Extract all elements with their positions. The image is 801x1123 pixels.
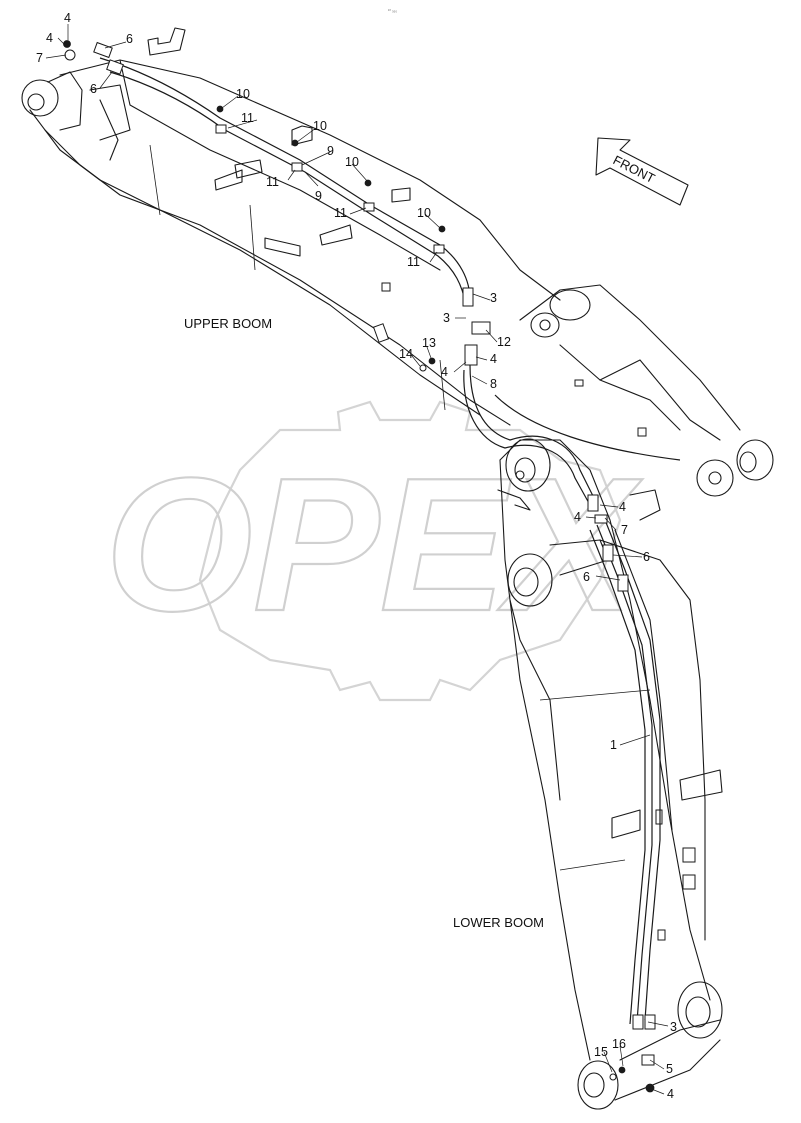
callout-4: 4 [64,11,71,25]
callout-10: 10 [417,206,431,220]
callout-16: 16 [612,1037,626,1051]
callout-1: 1 [610,738,617,752]
callout-4: 4 [667,1087,674,1101]
boom-joint [519,284,774,521]
callout-13: 13 [422,336,436,350]
callout-8: 8 [490,377,497,391]
callout-7: 7 [621,523,628,537]
callout-11: 11 [334,206,347,220]
callout-14: 14 [399,347,413,361]
callout-3: 3 [443,311,450,325]
callout-4: 4 [619,500,626,514]
fittings [63,40,656,1093]
drawing-code: ¹⁰ ₃₀₀ [388,8,397,13]
callout-9: 9 [315,189,322,203]
callout-12: 12 [497,335,511,349]
callout-9: 9 [327,144,334,158]
upper-boom [21,27,561,426]
callout-11: 11 [241,111,254,125]
callout-10: 10 [345,155,359,169]
callout-4: 4 [46,31,53,45]
lower-boom [497,438,723,1110]
callout-7: 7 [36,51,43,65]
callout-10: 10 [236,87,250,101]
callout-4: 4 [490,352,497,366]
callout-6: 6 [643,550,650,564]
callout-11: 11 [266,175,279,189]
upper-boom-caption: UPPER BOOM [184,316,272,331]
callout-10: 10 [313,119,327,133]
watermark-gear [198,400,622,702]
lower-boom-caption: LOWER BOOM [453,915,544,930]
callout-4: 4 [441,365,448,379]
front-arrow: FRONT [595,137,689,206]
callout-numbers: 4 4 7 6 6 10 11 10 9 9 11 10 11 10 11 3 … [36,11,677,1101]
callout-6: 6 [126,32,133,46]
callout-3: 3 [670,1020,677,1034]
callout-11: 11 [407,255,420,269]
callout-15: 15 [594,1045,608,1059]
callout-6: 6 [583,570,590,584]
callout-4: 4 [574,510,581,524]
callout-3: 3 [490,291,497,305]
callout-5: 5 [666,1062,673,1076]
callout-6: 6 [90,82,97,96]
leader-lines [45,24,669,1095]
watermark-text: OPEX [105,439,643,651]
